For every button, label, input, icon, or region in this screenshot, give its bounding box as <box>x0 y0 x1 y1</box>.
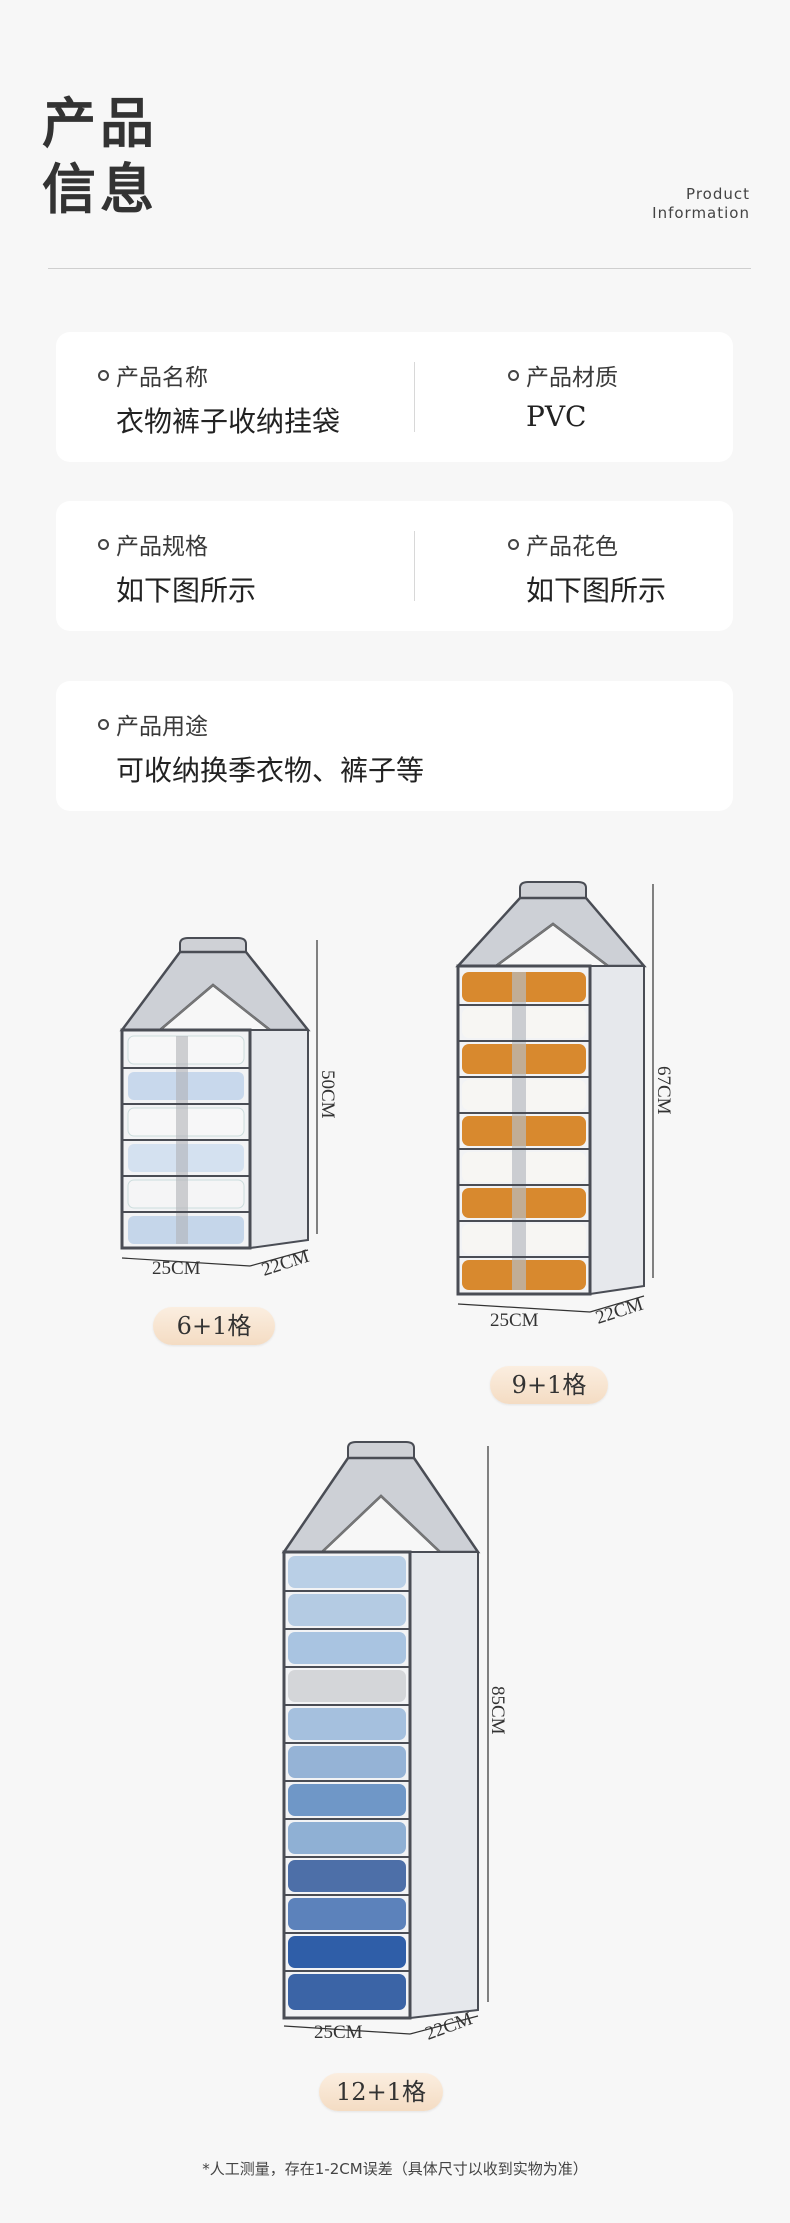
card-divider <box>414 362 415 432</box>
width-label: 25CM <box>152 1258 201 1279</box>
product-spec-label: 产品规格 <box>98 527 208 561</box>
height-label: 67CM <box>653 1066 674 1115</box>
height-label: 85CM <box>487 1686 508 1735</box>
product-material-label: 产品材质 <box>508 358 618 392</box>
page-title: 产品 信息 <box>42 90 158 222</box>
english-title-line-2: Information <box>652 204 750 222</box>
width-label: 25CM <box>490 1310 539 1330</box>
product-name-label: 产品名称 <box>98 358 208 392</box>
measurement-note: *人工测量，存在1-2CM误差（具体尺寸以收到实物为准） <box>202 2160 588 2178</box>
info-card-name-material: 产品名称 衣物裤子收纳挂袋 产品材质 PVC <box>56 332 733 462</box>
product-pattern-value: 如下图所示 <box>526 574 667 607</box>
card-divider <box>414 531 415 601</box>
depth-label: 22CM <box>593 1294 646 1329</box>
product-image-large: 85CM 25CM 22CM <box>281 1441 508 2040</box>
product-material-value: PVC <box>526 400 587 433</box>
height-label: 50CM <box>317 1070 338 1119</box>
title-line-1: 产品 <box>42 91 158 155</box>
header-divider <box>48 268 751 269</box>
width-label: 25CM <box>314 2022 363 2040</box>
english-title-line-1: Product <box>686 185 750 203</box>
english-title: Product Information <box>652 185 750 223</box>
product-spec-value: 如下图所示 <box>116 574 257 607</box>
product-pattern-label: 产品花色 <box>508 527 618 561</box>
product-image-small: 50CM 25CM 22CM <box>119 937 338 1280</box>
shelves-large <box>284 1556 410 2010</box>
info-card-usage: 产品用途 可收纳换季衣物、裤子等 <box>56 681 733 811</box>
product-image-medium: 67CM 25CM 22CM <box>455 881 674 1330</box>
product-name-value: 衣物裤子收纳挂袋 <box>116 405 341 438</box>
grid-badge-small: 6+1格 <box>153 1307 275 1345</box>
grid-badge-medium: 9+1格 <box>490 1366 608 1404</box>
depth-label: 22CM <box>259 1246 312 1280</box>
info-card-spec-pattern: 产品规格 如下图所示 产品花色 如下图所示 <box>56 501 733 631</box>
product-usage-value: 可收纳换季衣物、裤子等 <box>116 754 425 787</box>
shelves-medium <box>458 972 590 1290</box>
product-usage-label: 产品用途 <box>98 707 208 741</box>
shelves-small <box>122 1035 250 1244</box>
title-line-2: 信息 <box>42 157 158 221</box>
grid-badge-large: 12+1格 <box>319 2073 443 2111</box>
